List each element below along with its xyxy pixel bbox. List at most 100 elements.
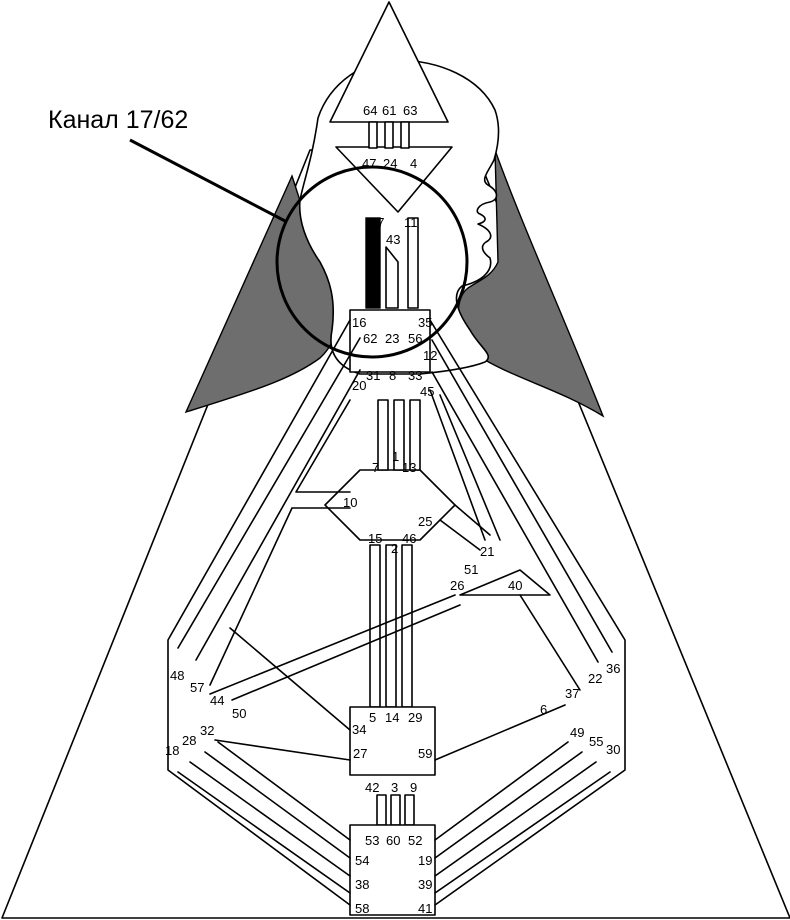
channel-63-4 <box>400 121 410 149</box>
gate-64: 64 <box>363 103 377 118</box>
gate-58: 58 <box>355 901 369 916</box>
gate-31: 31 <box>366 368 380 383</box>
gate-62: 62 <box>363 331 377 346</box>
gate-49: 49 <box>570 725 584 740</box>
gate-41: 41 <box>418 901 432 916</box>
gate-3: 3 <box>391 780 398 795</box>
channel-43-23 <box>385 246 399 309</box>
channel-31-7 <box>377 399 389 471</box>
gate-28: 28 <box>182 733 196 748</box>
gate-25: 25 <box>418 514 432 529</box>
gate-51: 51 <box>464 562 478 577</box>
gate-13: 13 <box>402 460 416 475</box>
center-root <box>349 824 436 916</box>
gate-11: 11 <box>404 215 418 230</box>
gate-52: 52 <box>408 833 422 848</box>
gate-57: 57 <box>190 680 204 695</box>
gate-16: 16 <box>352 315 366 330</box>
channel-61-24 <box>384 121 394 149</box>
gate-12: 12 <box>423 348 437 363</box>
channel-64-47 <box>368 121 378 149</box>
head-silhouette <box>298 59 500 375</box>
solar-inner <box>431 339 613 653</box>
solar-inner-2 <box>431 371 599 663</box>
channel-45-21 <box>429 389 501 541</box>
channel-6-59 <box>434 704 566 761</box>
channel-10-57 <box>209 507 351 686</box>
center-solar-plexus <box>429 319 626 906</box>
channel-37-40 <box>519 594 581 691</box>
channel-50-27 <box>214 739 351 761</box>
gate-42: 42 <box>365 780 379 795</box>
center-heart <box>459 569 551 596</box>
gate-35: 35 <box>418 315 432 330</box>
gate-53: 53 <box>365 833 379 848</box>
gate-44: 44 <box>210 693 224 708</box>
gate-55: 55 <box>589 734 603 749</box>
gate-43: 43 <box>386 232 400 247</box>
channel-44-26 <box>209 594 461 701</box>
gate-60: 60 <box>386 833 400 848</box>
center-sacral <box>349 706 436 776</box>
channel-49-19 <box>434 741 611 894</box>
channel-3-60 <box>390 794 401 826</box>
callout-pointer <box>129 138 288 224</box>
gate-21: 21 <box>480 544 494 559</box>
channel-57-34 <box>229 627 351 731</box>
gate-8: 8 <box>389 368 396 383</box>
gate-20: 20 <box>352 378 366 393</box>
gate-47: 47 <box>362 156 376 171</box>
gate-2: 2 <box>391 541 398 556</box>
gate-labels: 64 61 63 47 24 4 17 43 11 16 35 62 23 56… <box>165 103 620 916</box>
channel-32-54 <box>177 741 351 894</box>
channel-33-13 <box>409 399 421 471</box>
channel-17-62 <box>365 217 381 309</box>
gate-40: 40 <box>508 578 522 593</box>
channel-11-56 <box>407 217 419 309</box>
gate-9: 9 <box>410 780 417 795</box>
spleen-inner-2 <box>195 369 361 661</box>
gate-18: 18 <box>165 743 179 758</box>
channel-9-52 <box>404 794 415 826</box>
gate-48: 48 <box>170 668 184 683</box>
highlight-circle <box>275 165 469 359</box>
gate-5: 5 <box>369 710 376 725</box>
channel-20-34 <box>295 399 351 493</box>
gate-30: 30 <box>606 742 620 757</box>
gate-26: 26 <box>450 578 464 593</box>
aura-right <box>457 149 605 418</box>
gate-22: 22 <box>588 671 602 686</box>
center-ajna <box>335 146 453 213</box>
gate-45: 45 <box>420 384 434 399</box>
channel-8-1 <box>393 399 405 471</box>
gate-23: 23 <box>385 331 399 346</box>
gate-46: 46 <box>402 531 416 546</box>
gate-63: 63 <box>403 103 417 118</box>
gate-6: 6 <box>540 702 547 717</box>
gate-50: 50 <box>232 706 246 721</box>
callout-label: Канал 17/62 <box>48 106 188 134</box>
gate-7: 7 <box>372 460 379 475</box>
gate-36: 36 <box>606 661 620 676</box>
channel-25-51 <box>439 504 491 551</box>
gate-1: 1 <box>392 449 399 464</box>
gate-24: 24 <box>383 156 397 171</box>
gate-29: 29 <box>408 710 422 725</box>
channel-42-53 <box>376 794 387 826</box>
gate-10: 10 <box>343 495 357 510</box>
gate-59: 59 <box>418 746 432 761</box>
gate-56: 56 <box>408 331 422 346</box>
gate-61: 61 <box>382 103 396 118</box>
gate-32: 32 <box>200 723 214 738</box>
gate-38: 38 <box>355 877 369 892</box>
gate-15: 15 <box>368 531 382 546</box>
gate-37: 37 <box>565 686 579 701</box>
gate-34: 34 <box>352 722 366 737</box>
gate-27: 27 <box>353 746 367 761</box>
gate-19: 19 <box>418 853 432 868</box>
channel-2-14 <box>385 544 397 708</box>
center-spleen <box>167 319 351 906</box>
spleen-inner <box>177 337 361 649</box>
gate-33: 33 <box>408 368 422 383</box>
